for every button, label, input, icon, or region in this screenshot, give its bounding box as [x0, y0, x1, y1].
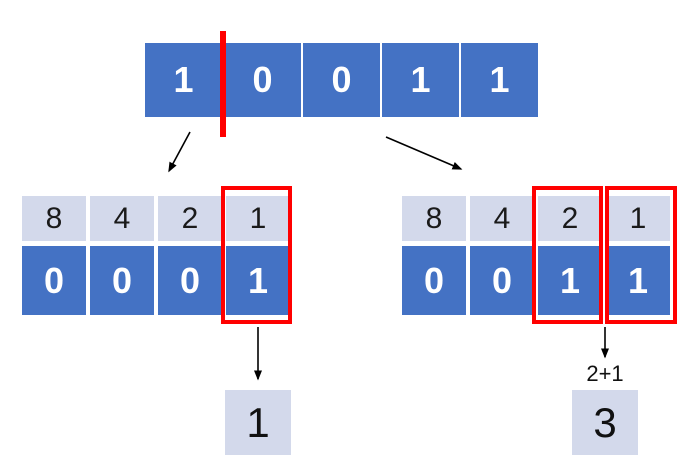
bit-value-cell: 0 [402, 246, 466, 315]
right-table-value-row: 0 0 1 1 [402, 246, 670, 315]
place-header-cell: 2 [538, 196, 602, 241]
highlight-box-right-ones-column [605, 186, 677, 324]
place-header-cell: 8 [402, 196, 466, 241]
place-header-cell: 4 [90, 196, 154, 241]
binary-bit-cell: 1 [461, 43, 538, 117]
sum-expression-label: 2+1 [586, 361, 624, 386]
highlight-box-right-twos-column [532, 186, 603, 324]
binary-bit-cell: 0 [224, 43, 301, 117]
place-header-cell: 4 [470, 196, 534, 241]
bit-value-cell: 0 [90, 246, 154, 315]
red-split-line [220, 31, 226, 137]
right-table-header-row: 8 4 2 1 [402, 196, 670, 241]
binary-bit-cell: 0 [303, 43, 380, 117]
binary-bit-cell: 1 [145, 43, 222, 117]
arrow-top-to-left-table [168, 131, 191, 173]
right-place-value-table: 8 4 2 1 0 0 1 1 [402, 196, 670, 315]
place-header-cell: 1 [226, 196, 290, 241]
right-result-box: 3 [572, 390, 638, 455]
place-header-cell: 8 [22, 196, 86, 241]
place-header-cell: 1 [606, 196, 670, 241]
binary-bit-cell: 1 [382, 43, 459, 117]
bit-value-cell: 1 [606, 246, 670, 315]
bit-value-cell: 0 [158, 246, 222, 315]
left-place-value-table: 8 4 2 1 0 0 0 1 [22, 196, 290, 315]
highlight-box-left-ones-column [221, 186, 292, 324]
left-table-value-row: 0 0 0 1 [22, 246, 290, 315]
bit-value-cell: 0 [470, 246, 534, 315]
arrow-top-to-right-table [385, 136, 463, 170]
place-header-cell: 2 [158, 196, 222, 241]
binary-number-row: 1 0 0 1 1 [145, 43, 538, 117]
bit-value-cell: 1 [226, 246, 290, 315]
bit-value-cell: 1 [538, 246, 602, 315]
left-result-box: 1 [225, 390, 291, 455]
left-table-header-row: 8 4 2 1 [22, 196, 290, 241]
bit-value-cell: 0 [22, 246, 86, 315]
